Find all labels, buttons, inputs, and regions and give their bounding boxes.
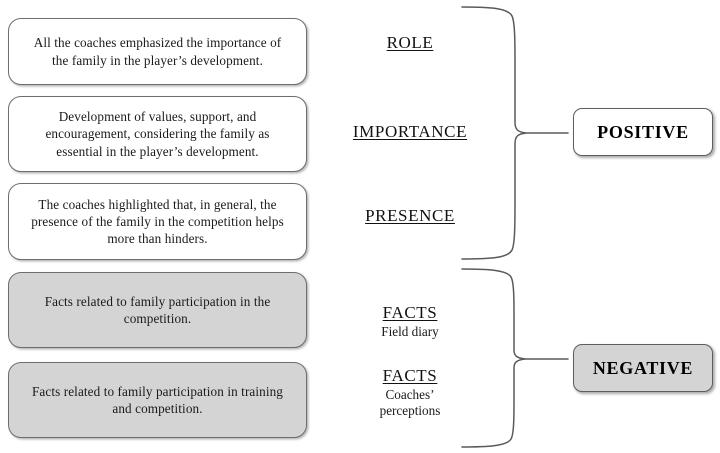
statement-box-importance: Development of values, support, and enco… [8,96,307,172]
category-title: FACTS [382,366,438,385]
category-label-importance: IMPORTANCE [330,122,490,142]
statement-box-presence: The coaches highlighted that, in general… [8,183,307,260]
brace-negative-icon [461,268,569,448]
category-title: IMPORTANCE [352,122,468,141]
statement-text: All the coaches emphasized the importanc… [33,35,282,68]
outcome-label: POSITIVE [597,121,689,142]
statement-box-facts-coaches-perceptions: Facts related to family participation in… [8,362,307,438]
brace-positive-icon [461,6,569,260]
category-title: FACTS [382,303,438,322]
statement-text: The coaches highlighted that, in general… [31,196,284,247]
statement-text: Facts related to family participation in… [32,383,283,416]
outcome-label: NEGATIVE [592,357,694,378]
statement-text: Development of values, support, and enco… [45,109,270,159]
category-label-role: ROLE [330,33,490,53]
outcome-box-negative: NEGATIVE [573,344,713,392]
category-label-presence: PRESENCE [330,206,490,226]
category-subtitle: Coaches’perceptions [379,387,441,419]
category-title: ROLE [386,33,434,52]
category-label-facts-coaches-perceptions: FACTS Coaches’perceptions [330,366,490,419]
statement-box-role: All the coaches emphasized the importanc… [8,18,307,85]
category-subtitle: Field diary [381,324,439,339]
category-label-facts-field-diary: FACTS Field diary [330,303,490,340]
category-title: PRESENCE [365,206,455,225]
statement-box-facts-field-diary: Facts related to family participation in… [8,272,307,348]
statement-text: Facts related to family participation in… [44,293,271,326]
outcome-box-positive: POSITIVE [573,108,713,156]
